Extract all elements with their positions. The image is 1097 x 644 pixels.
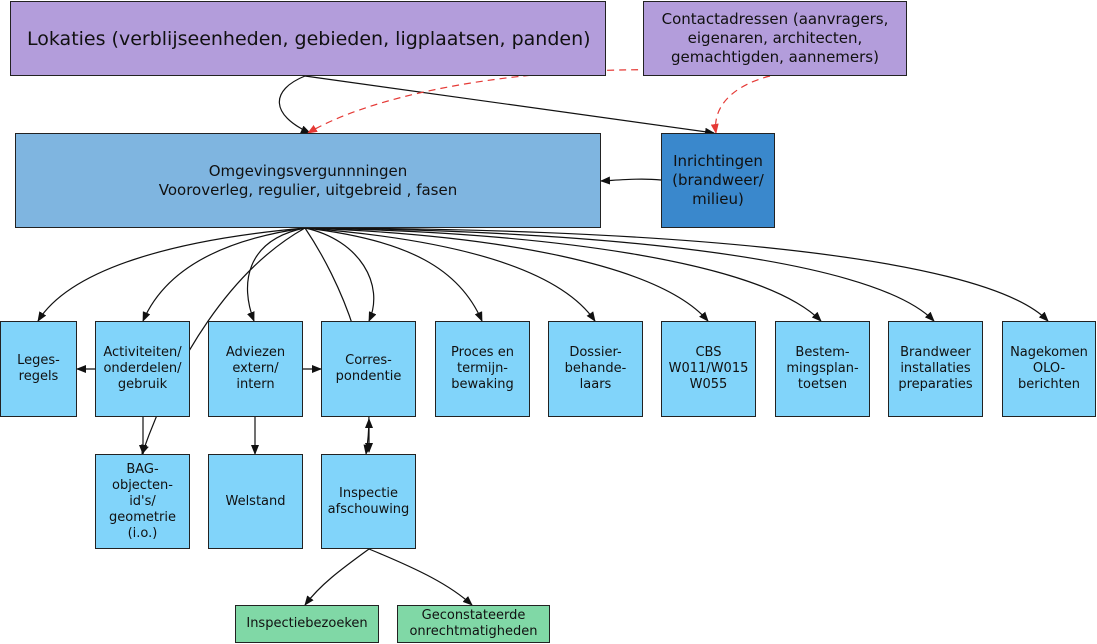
node-activiteiten[interactable]: Activiteiten/ onderdelen/ gebruik (95, 321, 190, 417)
link-omgeving-dossier (304, 227, 596, 322)
link-omgeving-nagekomen (304, 227, 1049, 322)
node-brandweer[interactable]: Brandweer installaties preparaties (888, 321, 983, 417)
node-adviezen[interactable]: Adviezen extern/ intern (208, 321, 303, 417)
node-onrechtmatigheden[interactable]: Geconstateerde onrechtmatigheden (397, 605, 550, 643)
link-omgeving-proces (304, 227, 483, 322)
link-lokaties-inrichtingen (304, 75, 715, 136)
link-omgeving-corres (304, 227, 377, 322)
link-omgeving-adviezen (246, 227, 306, 322)
link-omgeving-leges (37, 227, 306, 322)
node-inspectiebezoeken[interactable]: Inspectiebezoeken (235, 605, 379, 643)
link-lokaties-omgeving (278, 75, 311, 134)
node-cbs[interactable]: CBS W011/W015 W055 (661, 321, 756, 417)
link-inrichtingen-omgeving (600, 176, 662, 185)
link-omgeving-brandweer (304, 227, 935, 322)
node-inrichtingen[interactable]: Inrichtingen (brandweer/ milieu) (661, 133, 775, 228)
node-omgevingsvergunningen[interactable]: Omgevingsvergunnningen Vooroverleg, regu… (15, 133, 601, 228)
link-omgeving-bag (141, 227, 306, 455)
node-lokaties[interactable]: Lokaties (verblijseenheden, gebieden, li… (10, 1, 606, 76)
node-dossierbehandelaars[interactable]: Dossier- behande- laars (548, 321, 643, 417)
link-contact-omgeving (307, 69, 771, 134)
node-bag[interactable]: BAG- objecten- id's/ geometrie (i.o.) (95, 454, 190, 549)
link-omgeving-cbs (304, 227, 709, 322)
link-omgeving-bestemming (304, 227, 822, 322)
node-welstand[interactable]: Welstand (208, 454, 303, 549)
node-bestemmingsplan[interactable]: Bestem- mingsplan- toetsen (775, 321, 870, 417)
node-nagekomen[interactable]: Nagekomen OLO- berichten (1002, 321, 1096, 417)
node-legesregels[interactable]: Leges- regels (0, 321, 77, 417)
node-proces[interactable]: Proces en termijn- bewaking (435, 321, 530, 417)
link-contact-inrichtingen (710, 75, 771, 134)
link-inspectie-bezoeken (304, 548, 370, 606)
node-contactadressen[interactable]: Contactadressen (aanvragers, eigenaren, … (643, 1, 907, 76)
link-inspectie-onrechtmatig (368, 548, 473, 606)
node-inspectie[interactable]: Inspectie afschouwing (321, 454, 416, 549)
link-omgeving-activiteiten (142, 227, 306, 322)
node-correspondentie[interactable]: Corres- pondentie (321, 321, 416, 417)
